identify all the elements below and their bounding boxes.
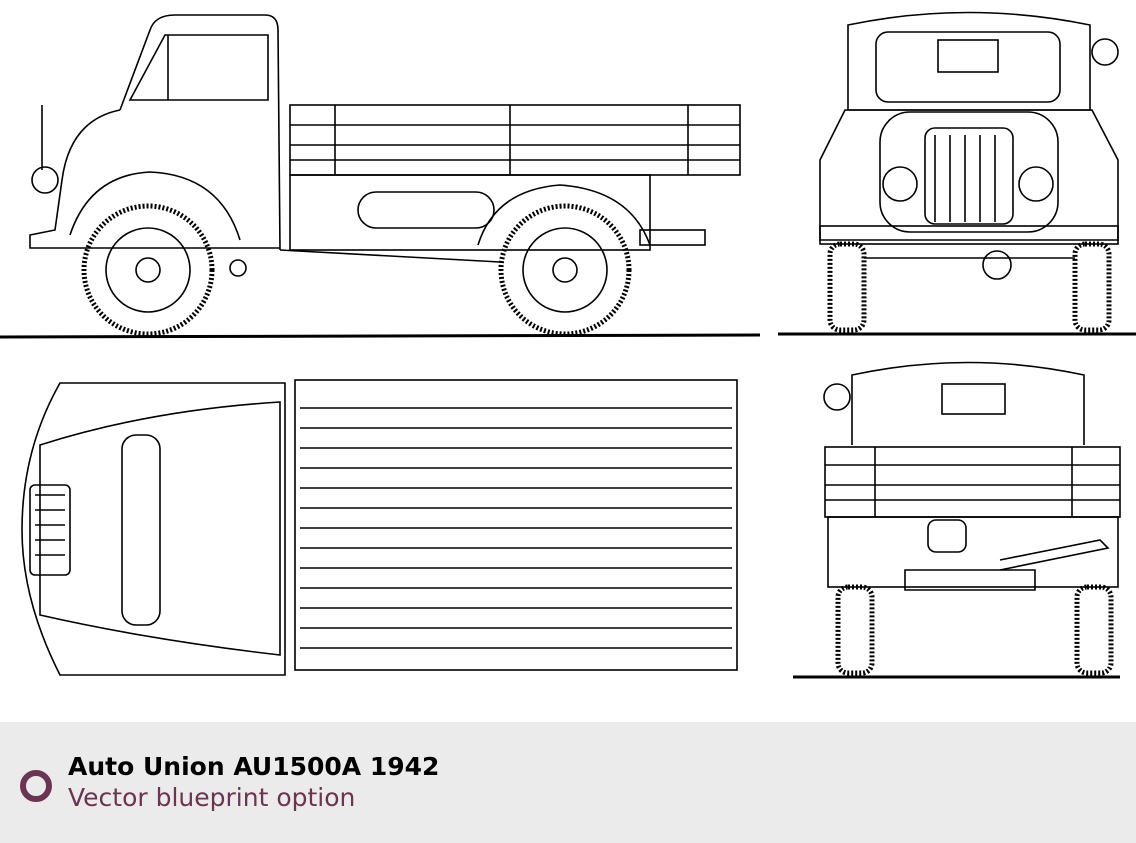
blueprint-subtitle: Vector blueprint option [68, 783, 356, 812]
side-view [0, 14, 761, 339]
top-view [21, 379, 738, 676]
bed-slats [300, 407, 732, 649]
rear-view [793, 361, 1121, 679]
caption-bar [0, 722, 1136, 843]
front-view [778, 11, 1136, 336]
bullet-ring-icon [20, 770, 52, 802]
blueprint-title: Auto Union AU1500A 1942 [68, 752, 440, 781]
blueprint-drawing [0, 11, 1136, 679]
